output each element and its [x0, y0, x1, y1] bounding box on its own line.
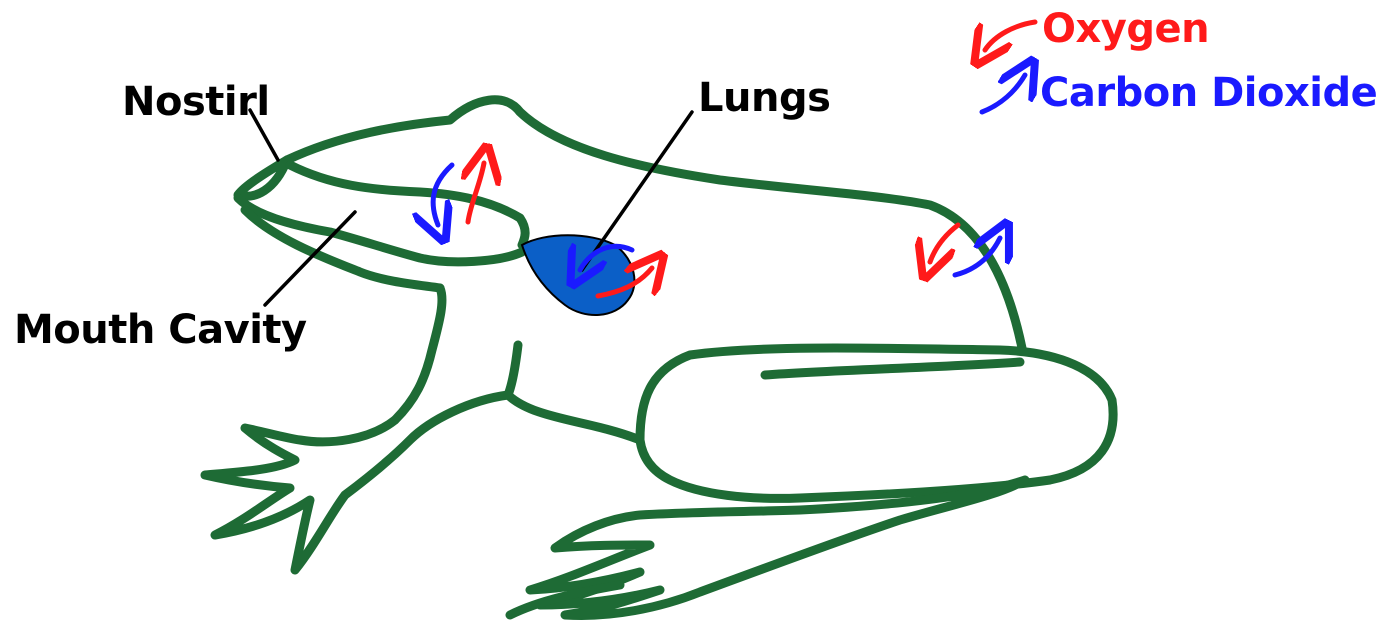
frog-mouth-line: [238, 198, 522, 262]
oxygen-arrow-skin: [930, 225, 958, 262]
legend-carbon-dioxide: Carbon Dioxide: [1040, 70, 1377, 116]
label-lungs: Lungs: [698, 75, 830, 121]
label-mouth-cavity: Mouth Cavity: [14, 307, 307, 353]
oxygen-arrow-head: [468, 163, 484, 222]
frog-front-leg: [395, 288, 442, 420]
frog-back-line: [287, 100, 1022, 348]
leader-line-lungs: [582, 112, 692, 270]
frog-front-foot: [205, 395, 508, 570]
label-nostril: Nostirl: [122, 79, 270, 125]
frog-snout: [238, 160, 287, 196]
legend-oxygen: Oxygen: [1042, 6, 1209, 52]
frog-knee-line: [765, 362, 1020, 375]
frog-outline: [205, 100, 1113, 616]
carbon-dioxide-legend-icon: [982, 75, 1025, 112]
frog-chest: [508, 345, 640, 440]
oxygen-legend-icon: [985, 22, 1035, 50]
